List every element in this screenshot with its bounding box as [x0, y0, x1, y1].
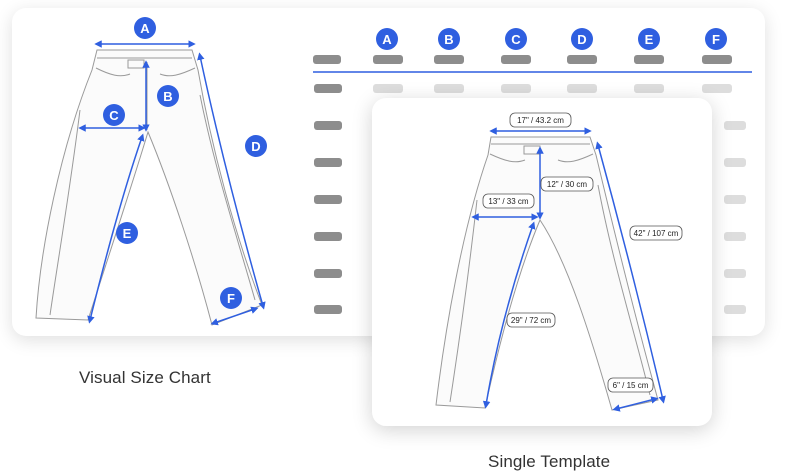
svg-text:42" / 107 cm: 42" / 107 cm — [634, 229, 679, 238]
measure-label-waist: 17" / 43.2 cm — [509, 112, 572, 128]
svg-text:12" / 30 cm: 12" / 30 cm — [547, 180, 588, 189]
svg-text:E: E — [123, 226, 132, 241]
svg-text:17" / 43.2 cm: 17" / 43.2 cm — [517, 116, 564, 125]
visual-letter-f: F — [220, 287, 242, 309]
table-header: A B C D E F — [376, 28, 727, 50]
template-measure-lines — [471, 127, 666, 412]
visual-letter-d: D — [245, 135, 267, 157]
visual-measure-lines — [78, 40, 266, 326]
measure-label-thigh: 13" / 33 cm — [482, 193, 535, 209]
svg-text:F: F — [227, 291, 235, 306]
measure-label-inseam: 29" / 72 cm — [506, 312, 556, 328]
visual-letter-e: E — [116, 222, 138, 244]
visual-letter-a: A — [134, 17, 156, 39]
svg-text:6" / 15 cm: 6" / 15 cm — [613, 381, 649, 390]
svg-text:B: B — [444, 32, 453, 47]
table-row — [314, 84, 732, 93]
measure-label-hem: 6" / 15 cm — [607, 377, 654, 393]
svg-text:D: D — [251, 139, 260, 154]
svg-text:D: D — [577, 32, 586, 47]
header-placeholder-row — [313, 55, 732, 64]
svg-text:C: C — [109, 108, 119, 123]
column-badge-a: A — [376, 28, 398, 50]
svg-text:A: A — [140, 21, 150, 36]
column-badge-d: D — [571, 28, 593, 50]
svg-text:E: E — [645, 32, 654, 47]
svg-text:A: A — [382, 32, 392, 47]
svg-text:13" / 33 cm: 13" / 33 cm — [488, 197, 529, 206]
visual-letter-c: C — [103, 104, 125, 126]
measure-label-outseam: 42" / 107 cm — [629, 225, 683, 241]
single-template-caption: Single Template — [488, 452, 611, 471]
visual-letter-b: B — [157, 85, 179, 107]
measure-label-rise: 12" / 30 cm — [540, 176, 594, 192]
visual-size-chart-caption: Visual Size Chart — [79, 368, 211, 387]
svg-text:F: F — [712, 32, 720, 47]
column-badge-b: B — [438, 28, 460, 50]
column-badge-f: F — [705, 28, 727, 50]
svg-text:29" / 72 cm: 29" / 72 cm — [511, 316, 552, 325]
svg-text:C: C — [511, 32, 521, 47]
svg-text:B: B — [163, 89, 172, 104]
column-badge-c: C — [505, 28, 527, 50]
column-badge-e: E — [638, 28, 660, 50]
